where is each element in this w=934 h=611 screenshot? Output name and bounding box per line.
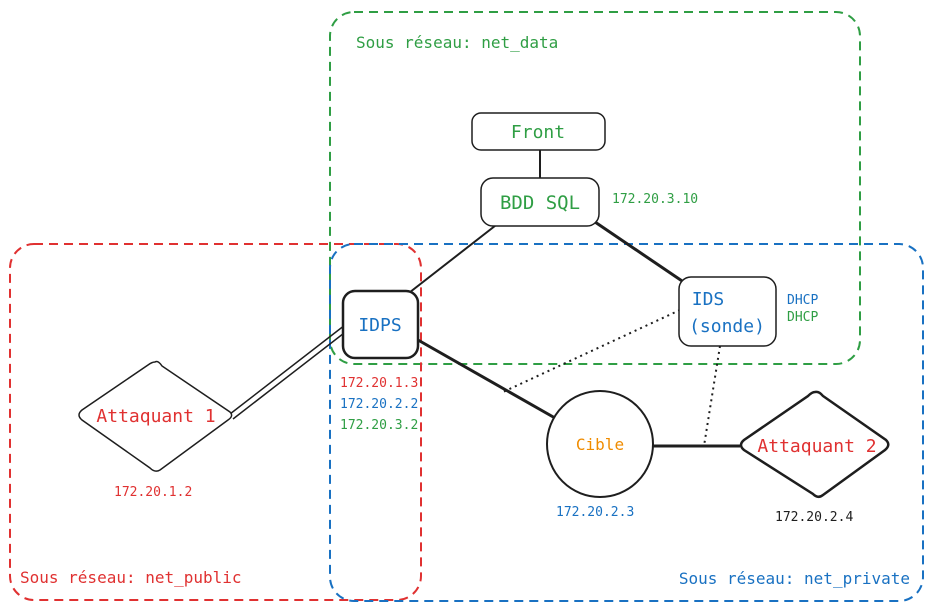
link-ids-probe-cible <box>502 309 681 393</box>
node-attaquant1 <box>78 360 233 472</box>
node-idps-label: IDPS <box>358 315 401 336</box>
node-ids-label-line2: (sonde) <box>689 316 765 337</box>
node-attaquant2 <box>739 390 890 498</box>
address-cible: 172.20.2.3 <box>556 505 634 520</box>
zone-net-public-label: Sous réseau: net_public <box>20 568 242 587</box>
node-front-label: Front <box>511 122 565 143</box>
address-ids-dhcp-data: DHCP <box>787 310 818 325</box>
node-front <box>471 112 606 151</box>
address-idps-data: 172.20.3.2 <box>340 418 418 433</box>
node-attaquant1-label: Attaquant 1 <box>96 406 215 427</box>
link-bdd-idps <box>404 221 501 297</box>
link-idps-cible <box>417 338 556 420</box>
node-ids-label-line1: IDS <box>692 289 725 310</box>
node-bdd-sql <box>480 177 600 227</box>
node-cible-label: Cible <box>576 435 624 454</box>
zone-net-data-label: Sous réseau: net_data <box>356 33 558 52</box>
node-bdd-sql-label: BDD SQL <box>500 192 580 214</box>
address-idps-public: 172.20.1.3 <box>340 376 418 391</box>
link-ids-probe-attaquant2 <box>703 345 721 447</box>
link-attaquant1-idps-a <box>229 324 346 415</box>
address-ids-dhcp-private: DHCP <box>787 293 818 308</box>
node-ids <box>678 276 777 347</box>
zone-net-private-label: Sous réseau: net_private <box>679 569 910 588</box>
zone-net-public <box>9 243 422 601</box>
address-bdd-sql: 172.20.3.10 <box>612 192 698 207</box>
address-attaquant1: 172.20.1.2 <box>114 485 192 500</box>
zone-net-data <box>329 11 861 365</box>
link-attaquant1-idps-b <box>232 329 349 420</box>
node-cible <box>546 390 654 498</box>
node-attaquant2-label: Attaquant 2 <box>757 436 876 457</box>
link-bdd-ids <box>594 220 689 287</box>
address-idps-private: 172.20.2.2 <box>340 397 418 412</box>
node-idps <box>341 289 420 360</box>
address-attaquant2: 172.20.2.4 <box>775 510 853 525</box>
